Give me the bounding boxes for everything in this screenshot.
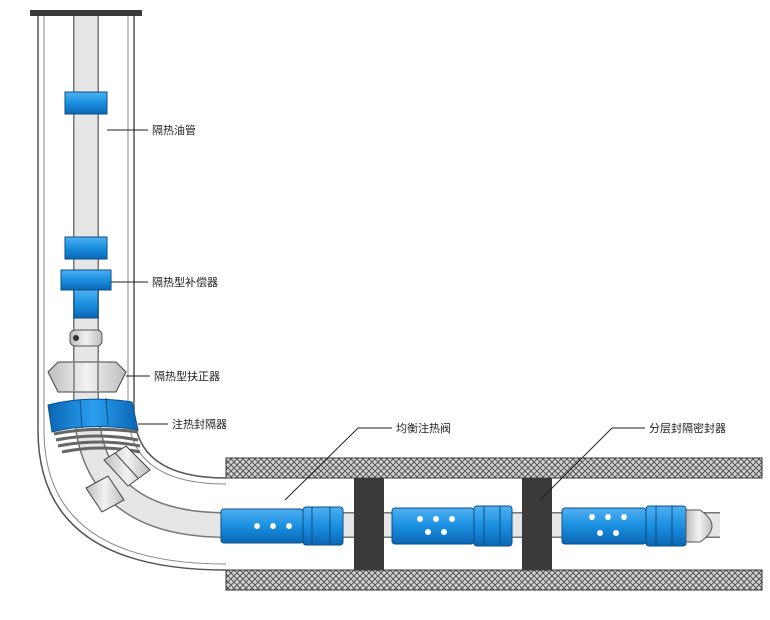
- lower-centralizer-2: [85, 475, 125, 513]
- casing-inner-line: [133, 16, 227, 479]
- tubing-coupling: [64, 236, 108, 260]
- connector-sub: [69, 329, 103, 347]
- label-insulated-tubing: 隔热油管: [152, 123, 196, 137]
- thermal-compensator: [60, 269, 112, 291]
- thermal-centralizer: [47, 361, 127, 393]
- leader-line: [539, 427, 645, 501]
- connector-pin: [73, 335, 79, 341]
- label-thermal-centralizer: 隔热型扶正器: [154, 369, 220, 383]
- tubing-coupling: [64, 91, 108, 115]
- balanced-injection-valve-1: [220, 506, 344, 546]
- casing-outer-line: [37, 16, 227, 571]
- bull-nose: [685, 509, 713, 543]
- label-thermal-compensator: 隔热型补偿器: [152, 275, 218, 289]
- zonal-packer-1: [354, 478, 384, 570]
- tubing-outline: [73, 16, 720, 538]
- balanced-injection-valve-3: [561, 505, 687, 547]
- label-injection-packer: 注热封隔器: [172, 417, 227, 431]
- upper-formation-wall: [225, 457, 763, 479]
- casing-wall-line: [43, 16, 227, 565]
- casing-wall-line-inner: [127, 16, 227, 485]
- label-zonal-isolation-packer: 分层封隔密封器: [649, 421, 726, 435]
- tubing-string: [74, 16, 720, 537]
- lower-formation-wall: [225, 569, 763, 591]
- wellhead-flange: [30, 10, 142, 16]
- lower-centralizer: [103, 445, 151, 487]
- leader-line: [284, 427, 392, 501]
- balanced-injection-valve-2: [391, 505, 513, 547]
- injection-packer: [47, 397, 141, 454]
- label-balanced-injection-valve: 均衡注热阀: [396, 421, 451, 435]
- thermal-compensator-mandrel: [73, 289, 99, 319]
